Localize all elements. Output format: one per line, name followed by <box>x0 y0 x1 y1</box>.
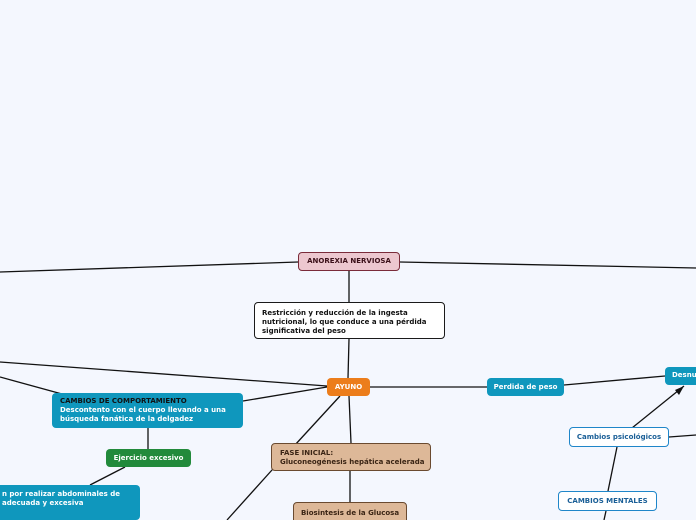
node-definicion-label: Restricción y reducción de la ingesta nu… <box>262 309 427 335</box>
node-comportamiento-text: Descontento con el cuerpo llevando a una… <box>60 406 226 423</box>
link-ayuno-comportamiento <box>242 386 328 402</box>
link-ayuno-left-1 <box>0 361 328 387</box>
node-perdida-label: Perdida de peso <box>493 382 558 391</box>
link-ejercicio-abdominales <box>89 466 126 486</box>
arrowhead <box>675 386 684 395</box>
node-desnutricion-label: Desnu <box>672 371 696 379</box>
node-abdominales[interactable]: n por realizar abdominales de adecuada y… <box>0 485 140 520</box>
link-ayuno-fase <box>348 395 352 444</box>
node-perdida-peso[interactable]: Perdida de peso <box>487 378 564 396</box>
node-biosintesis-label: Biosintesis de la Glucosa <box>300 508 400 517</box>
node-cambios-comportamiento[interactable]: CAMBIOS DE COMPORTAMIENTO Descontento co… <box>52 393 243 428</box>
link-psicologicos-desnutricion <box>631 385 685 429</box>
node-cambios-psicologicos[interactable]: Cambios psicológicos <box>569 427 669 447</box>
node-fase-inicial[interactable]: FASE INICIAL: Gluconeogénesis hepática a… <box>271 443 431 471</box>
node-ejercicio-label: Ejercicio excesivo <box>113 453 184 462</box>
node-fase-line1: FASE INICIAL: <box>280 449 334 457</box>
link-definicion-ayuno <box>347 338 350 379</box>
node-cambios-mentales[interactable]: CAMBIOS MENTALES <box>558 491 657 511</box>
link-psicologicos-right <box>668 434 696 438</box>
link-anorexia-right <box>399 261 696 269</box>
node-abdominales-line1: n por realizar abdominales de <box>2 490 121 498</box>
link-mentales-down <box>603 510 607 520</box>
node-ayuno-label: AYUNO <box>334 382 363 391</box>
node-comportamiento-title: CAMBIOS DE COMPORTAMIENTO <box>60 397 187 405</box>
link-perdida-desnutricion <box>563 375 666 386</box>
node-mentales-label: CAMBIOS MENTALES <box>567 496 648 505</box>
node-biosintesis-glucosa[interactable]: Biosintesis de la Glucosa <box>293 502 407 520</box>
node-anorexia-nerviosa[interactable]: ANOREXIA NERVIOSA <box>298 252 400 271</box>
link-psicologicos-mentales <box>607 446 618 492</box>
node-psicologicos-label: Cambios psicológicos <box>576 432 662 441</box>
node-fase-line2: Gluconeogénesis hepática acelerada <box>280 458 425 466</box>
node-desnutricion[interactable]: Desnu <box>665 367 696 385</box>
link-anorexia-left <box>0 261 299 273</box>
node-ayuno[interactable]: AYUNO <box>327 378 370 396</box>
node-ejercicio-excesivo[interactable]: Ejercicio excesivo <box>106 449 191 467</box>
node-abdominales-line2: adecuada y excesiva <box>2 499 84 507</box>
link-ayuno-left-2 <box>0 376 63 395</box>
node-anorexia-label: ANOREXIA NERVIOSA <box>307 257 391 265</box>
node-definicion[interactable]: Restricción y reducción de la ingesta nu… <box>254 302 445 339</box>
link-fase-down-left <box>226 469 273 520</box>
